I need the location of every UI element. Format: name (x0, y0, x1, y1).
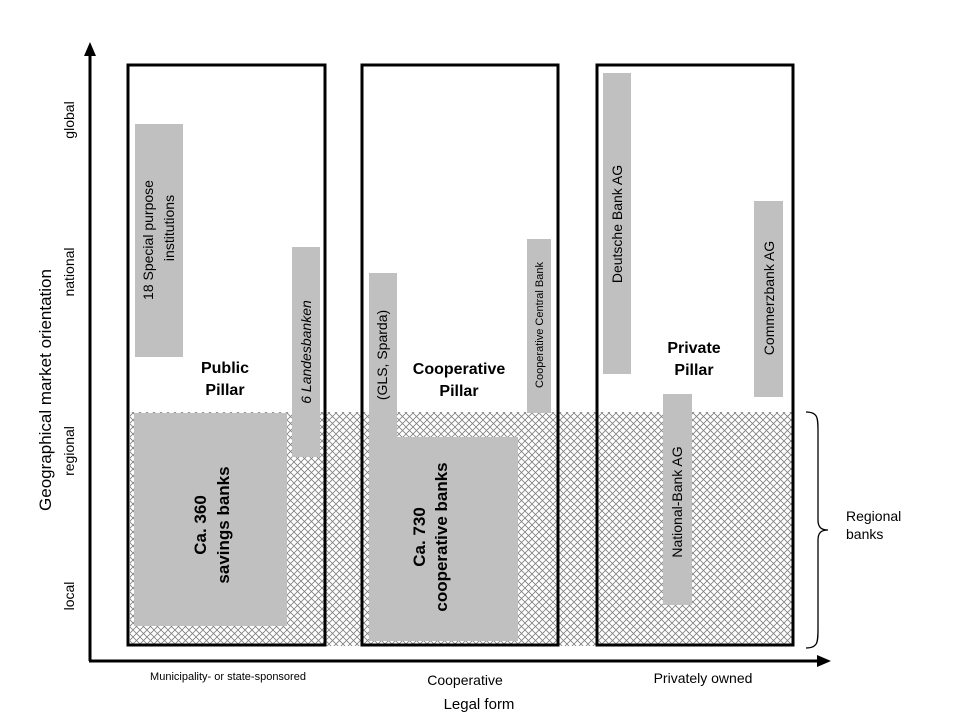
savings-banks-label-2: savings banks (214, 466, 233, 583)
y-axis-arrow-icon (84, 42, 96, 56)
national-bank-label: National-Bank AG (669, 446, 685, 557)
cooperative-pillar-box (360, 63, 560, 647)
y-level-regional: regional (61, 426, 77, 476)
gls-sparda-label: (GLS, Sparda) (374, 310, 390, 400)
coop-banks-bar (369, 437, 518, 641)
savings-banks-label: Ca. 360 (191, 495, 210, 555)
coop-banks-label-2: cooperative banks (432, 462, 451, 611)
special-purpose-bar (135, 124, 183, 357)
national-bank-bar (663, 394, 692, 605)
y-level-national: national (61, 247, 77, 296)
special-purpose-label-2: institutions (161, 195, 177, 261)
deutsche-bank-bar (603, 73, 631, 374)
coop-central-bar (527, 239, 551, 413)
x-axis-arrow-icon (817, 655, 831, 667)
x-category-cooperative: Cooperative (427, 672, 503, 688)
x-axis-title: Legal form (444, 696, 515, 713)
landesbanken-bar (292, 247, 320, 457)
x-category-public: Municipality- or state-sponsored (150, 671, 306, 683)
coop-central-label: Cooperative Central Bank (534, 262, 546, 388)
private-pillar-title: Private (667, 340, 720, 357)
x-category-private: Privately owned (654, 670, 753, 686)
private-pillar-box (595, 63, 795, 647)
regional-brace-icon (805, 411, 829, 649)
special-purpose-label: 18 Special purpose (140, 180, 156, 300)
coop-banks-label: Ca. 730 (410, 507, 429, 567)
private-pillar-title-2: Pillar (674, 362, 713, 379)
regional-banks-label-2: banks (846, 526, 883, 542)
savings-banks-bar (134, 413, 287, 626)
gls-sparda-bar (369, 273, 397, 437)
commerzbank-label: Commerzbank AG (761, 241, 777, 355)
y-level-local: local (61, 582, 77, 611)
y-axis-title: Geographical market orientation (36, 269, 55, 511)
cooperative-pillar-title-2: Pillar (439, 383, 478, 400)
landesbanken-label: 6 Landesbanken (298, 300, 314, 404)
public-pillar-box (126, 63, 327, 647)
deutsche-bank-label: Deutsche Bank AG (609, 165, 625, 283)
public-pillar-title-2: Pillar (205, 382, 244, 399)
public-pillar-title: Public (201, 360, 249, 377)
commerzbank-bar (754, 201, 783, 397)
y-level-global: global (61, 101, 77, 138)
cooperative-pillar-title: Cooperative (413, 361, 506, 378)
regional-banks-label: Regional (846, 508, 901, 524)
